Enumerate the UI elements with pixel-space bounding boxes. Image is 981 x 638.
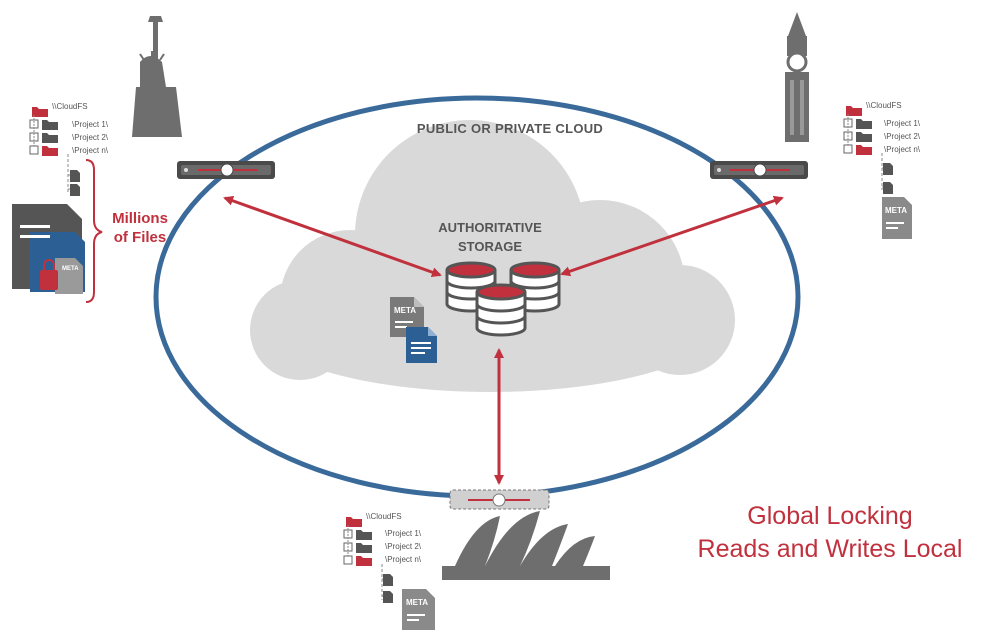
tree-folder-project-2[interactable]: \Project 2\	[884, 132, 921, 141]
big-ben-icon	[785, 12, 809, 142]
arrow-right	[560, 195, 784, 277]
expand-toggle-icon[interactable]	[29, 145, 39, 155]
cloud-title: PUBLIC OR PRIVATE CLOUD	[416, 121, 604, 136]
tree-root[interactable]: \\CloudFS	[52, 102, 88, 111]
appliance-bottom-icon	[449, 489, 550, 510]
file-icon	[70, 170, 80, 182]
folder-icon	[42, 120, 58, 130]
folder-icon	[356, 530, 372, 540]
file-icon	[883, 163, 893, 175]
sydney-opera-house-icon	[442, 511, 610, 580]
file-stack-icon	[12, 204, 85, 294]
root-folder-icon	[346, 517, 362, 527]
appliance-left-icon	[177, 161, 275, 179]
meta-label-left: META	[62, 266, 79, 272]
millions-bracket	[85, 159, 103, 303]
tree-folder-project-1[interactable]: \Project 1\	[72, 120, 109, 129]
blue-document-icon	[406, 327, 437, 363]
folder-icon	[356, 543, 372, 553]
meta-label-bottom: META	[406, 598, 429, 607]
authoritative-storage-label: AUTHORITATIVE STORAGE	[438, 220, 542, 254]
file-icon	[383, 591, 393, 603]
root-folder-icon	[846, 106, 862, 116]
folder-icon	[856, 145, 872, 155]
tree-folder-project-1[interactable]: \Project 1\	[884, 119, 921, 128]
caption: Global Locking Reads and Writes Local	[697, 502, 963, 563]
folder-icon	[856, 119, 872, 129]
meta-doc-bottom-icon	[402, 589, 435, 630]
cloud-shape	[250, 120, 735, 392]
file-icon	[383, 574, 393, 586]
file-icon	[883, 182, 893, 194]
meta-doc-right-icon	[882, 197, 912, 239]
folder-icon	[356, 556, 372, 566]
tree-folder-project-n[interactable]: \Project n\	[884, 145, 921, 154]
tree-root[interactable]: \\CloudFS	[366, 512, 402, 521]
meta-label-cloud: META	[394, 306, 417, 315]
tree-folder-project-n[interactable]: \Project n\	[72, 146, 109, 155]
expand-toggle-icon[interactable]	[343, 555, 353, 565]
file-icon	[70, 184, 80, 196]
tree-folder-project-2[interactable]: \Project 2\	[72, 133, 109, 142]
tree-folder-project-1[interactable]: \Project 1\	[385, 529, 422, 538]
folder-icon	[42, 146, 58, 156]
root-folder-icon	[32, 107, 48, 117]
expand-toggle-icon[interactable]	[843, 144, 853, 154]
statue-of-liberty-icon	[132, 16, 182, 137]
appliance-right-icon	[710, 161, 808, 179]
tree-root[interactable]: \\CloudFS	[866, 101, 902, 110]
meta-label-right: META	[885, 206, 908, 215]
millions-of-files-label: Millions of Files	[112, 210, 168, 246]
folder-icon	[856, 132, 872, 142]
arrow-left	[223, 195, 442, 278]
tree-folder-project-2[interactable]: \Project 2\	[385, 542, 422, 551]
tree-folder-project-n[interactable]: \Project n\	[385, 555, 422, 564]
database-icon	[445, 261, 561, 337]
folder-icon	[42, 133, 58, 143]
